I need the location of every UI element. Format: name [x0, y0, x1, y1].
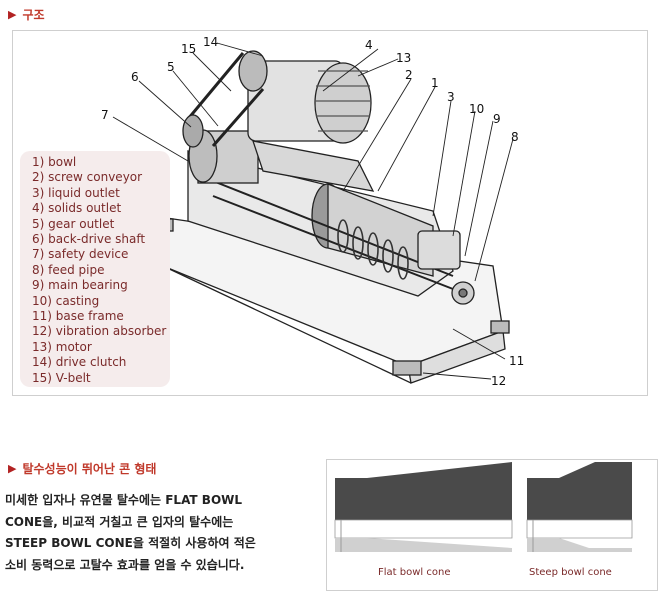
legend-item: 9) main bearing — [32, 278, 128, 293]
callout-4: 4 — [365, 38, 373, 52]
steep-cone-diagram — [526, 462, 633, 552]
callout-10: 10 — [469, 102, 484, 116]
legend-item: 11) base frame — [32, 309, 124, 324]
legend-item: 7) safety device — [32, 247, 129, 262]
legend-item: 8) feed pipe — [32, 262, 105, 277]
flat-cone-diagram — [334, 462, 513, 552]
steep-cone-caption: Steep bowl cone — [529, 567, 612, 578]
callout-15: 15 — [181, 42, 196, 56]
cone-description: 미세한 입자나 유연물 탈수에는 FLAT BOWL CONE을, 비교적 거칠… — [5, 490, 320, 576]
legend-item: 4) solids outlet — [32, 201, 122, 216]
legend-item: 3) liquid outlet — [32, 185, 120, 200]
triangle-bullet-icon: ▶ — [8, 462, 17, 475]
section-title: 탈수성능이 뛰어난 콘 형태 — [22, 462, 157, 476]
foot-shape — [392, 360, 422, 376]
legend-item: 6) back-drive shaft — [32, 232, 146, 247]
description-line: 미세한 입자나 유연물 탈수에는 FLAT BOWL — [5, 493, 243, 507]
description-line: CONE을, 비교적 거칠고 큰 입자의 탈수에는 — [5, 514, 234, 529]
callout-8: 8 — [511, 130, 519, 144]
cone-comparison — [326, 459, 658, 591]
parts-legend: 1) bowl 2) screw conveyor 3) liquid outl… — [20, 151, 170, 387]
legend-item: 10) casting — [32, 293, 100, 308]
callout-7: 7 — [101, 108, 109, 122]
callout-6: 6 — [131, 70, 139, 84]
callout-2: 2 — [405, 68, 413, 82]
callout-3: 3 — [447, 90, 455, 104]
callout-1: 1 — [431, 76, 439, 90]
section-header-cone: ▶ 탈수성능이 뛰어난 콘 형태 — [8, 460, 156, 477]
callout-5: 5 — [167, 60, 175, 74]
legend-item: 12) vibration absorber — [32, 324, 167, 339]
flat-cone-caption: Flat bowl cone — [378, 567, 451, 578]
triangle-bullet-icon: ▶ — [8, 8, 17, 21]
legend-item: 13) motor — [32, 339, 92, 354]
section-header-structure: ▶ 구조 — [8, 6, 45, 23]
legend-item: 2) screw conveyor — [32, 170, 143, 185]
callout-14: 14 — [203, 35, 218, 49]
callout-11: 11 — [509, 354, 524, 368]
legend-item: 5) gear outlet — [32, 216, 115, 231]
callout-13: 13 — [396, 51, 411, 65]
legend-item: 14) drive clutch — [32, 355, 127, 370]
legend-item: 1) bowl — [32, 155, 77, 169]
decanter-illustration: 14 15 4 13 6 5 2 1 3 10 9 8 7 11 12 — [101, 35, 524, 388]
callout-12: 12 — [491, 374, 506, 388]
section-title: 구조 — [22, 8, 45, 22]
cone-illustration — [334, 462, 633, 552]
description-line: 소비 동력으로 고탈수 효과를 얻을 수 있습니다. — [5, 557, 245, 572]
description-line: STEEP BOWL CONE을 적절히 사용하여 적은 — [5, 536, 256, 551]
callout-9: 9 — [493, 112, 501, 126]
legend-item: 15) V-belt — [32, 370, 91, 385]
